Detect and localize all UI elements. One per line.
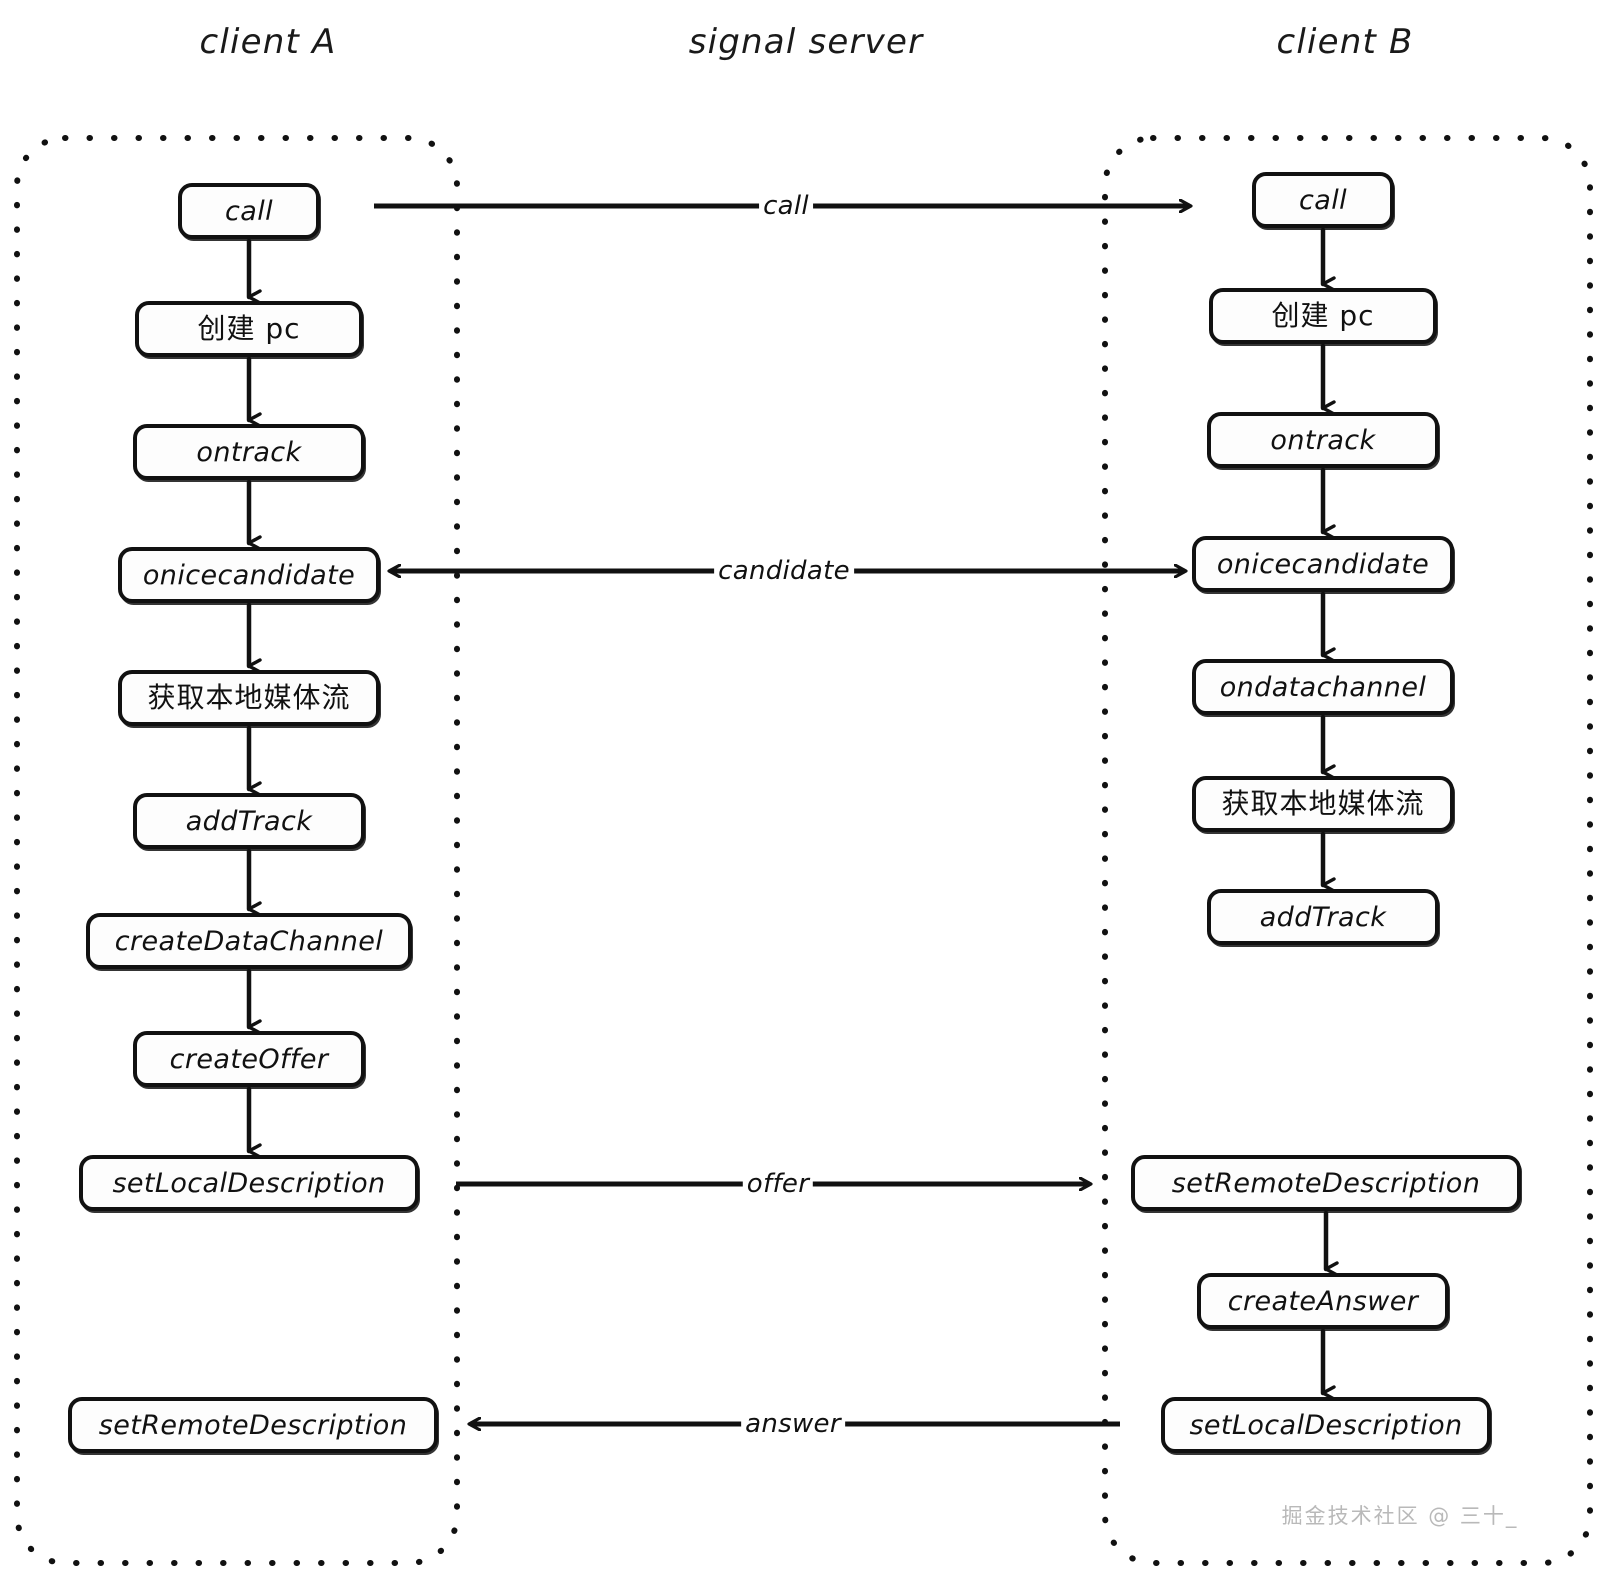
client-b-node-call[interactable]: call [1252,172,1394,228]
node-label: call [1299,184,1347,216]
node-label: call [225,195,273,227]
client-a-node-create-offer[interactable]: createOffer [133,1031,365,1087]
client-b-node-onicecandidate[interactable]: onicecandidate [1192,536,1454,592]
client-b-node-create-pc[interactable]: 创建 pc [1209,288,1437,344]
node-label: setRemoteDescription [98,1409,408,1441]
answer-edge-label: answer [741,1409,845,1439]
call-edge-label: call [759,191,813,221]
client-b-node-set-remote-description[interactable]: setRemoteDescription [1131,1155,1521,1211]
node-label: addTrack [1259,901,1387,933]
node-label: 获取本地媒体流 [147,681,351,714]
node-label: setRemoteDescription [1171,1167,1481,1199]
client-b-node-create-answer[interactable]: createAnswer [1197,1273,1449,1329]
column-title-client-a: client A [199,22,337,62]
client-a-node-set-remote-description[interactable]: setRemoteDescription [68,1397,438,1453]
offer-edge-label: offer [742,1169,814,1199]
column-title-signal-server: signal server [688,22,924,62]
node-label: createOffer [169,1043,329,1075]
node-label: addTrack [185,805,313,837]
node-label: 获取本地媒体流 [1221,787,1425,820]
node-label: setLocalDescription [112,1167,386,1199]
client-a-node-create-pc[interactable]: 创建 pc [135,301,363,357]
client-b-node-add-track[interactable]: addTrack [1207,889,1439,945]
client-a-node-get-local-media[interactable]: 获取本地媒体流 [118,670,380,726]
node-label: createAnswer [1227,1285,1419,1317]
client-a-node-ontrack[interactable]: ontrack [133,424,365,480]
watermark: 掘金技术社区 @ 三十_ [1281,1504,1519,1528]
client-a-node-onicecandidate[interactable]: onicecandidate [118,547,380,603]
node-label: createDataChannel [114,925,384,957]
client-a-node-set-local-description[interactable]: setLocalDescription [79,1155,419,1211]
column-title-client-b: client B [1276,22,1414,62]
node-label: ontrack [1270,424,1376,456]
client-a-node-add-track[interactable]: addTrack [133,793,365,849]
node-label: setLocalDescription [1189,1409,1463,1441]
node-label: 创建 pc [1271,299,1375,332]
candidate-edge-label: candidate [714,556,854,586]
client-b-node-ontrack[interactable]: ontrack [1207,412,1439,468]
node-label: 创建 pc [197,312,301,345]
node-label: ontrack [196,436,302,468]
lane-client-b-lane [1102,135,1593,1566]
client-a-node-create-data-channel[interactable]: createDataChannel [86,913,412,969]
client-b-node-set-local-description[interactable]: setLocalDescription [1161,1397,1491,1453]
lane-client-a-lane [14,135,460,1566]
client-b-node-get-local-media[interactable]: 获取本地媒体流 [1192,776,1454,832]
client-a-node-call[interactable]: call [178,183,320,239]
node-label: ondatachannel [1219,671,1427,703]
node-label: onicecandidate [142,559,356,591]
node-label: onicecandidate [1216,548,1430,580]
client-b-node-ondatachannel[interactable]: ondatachannel [1192,659,1454,715]
